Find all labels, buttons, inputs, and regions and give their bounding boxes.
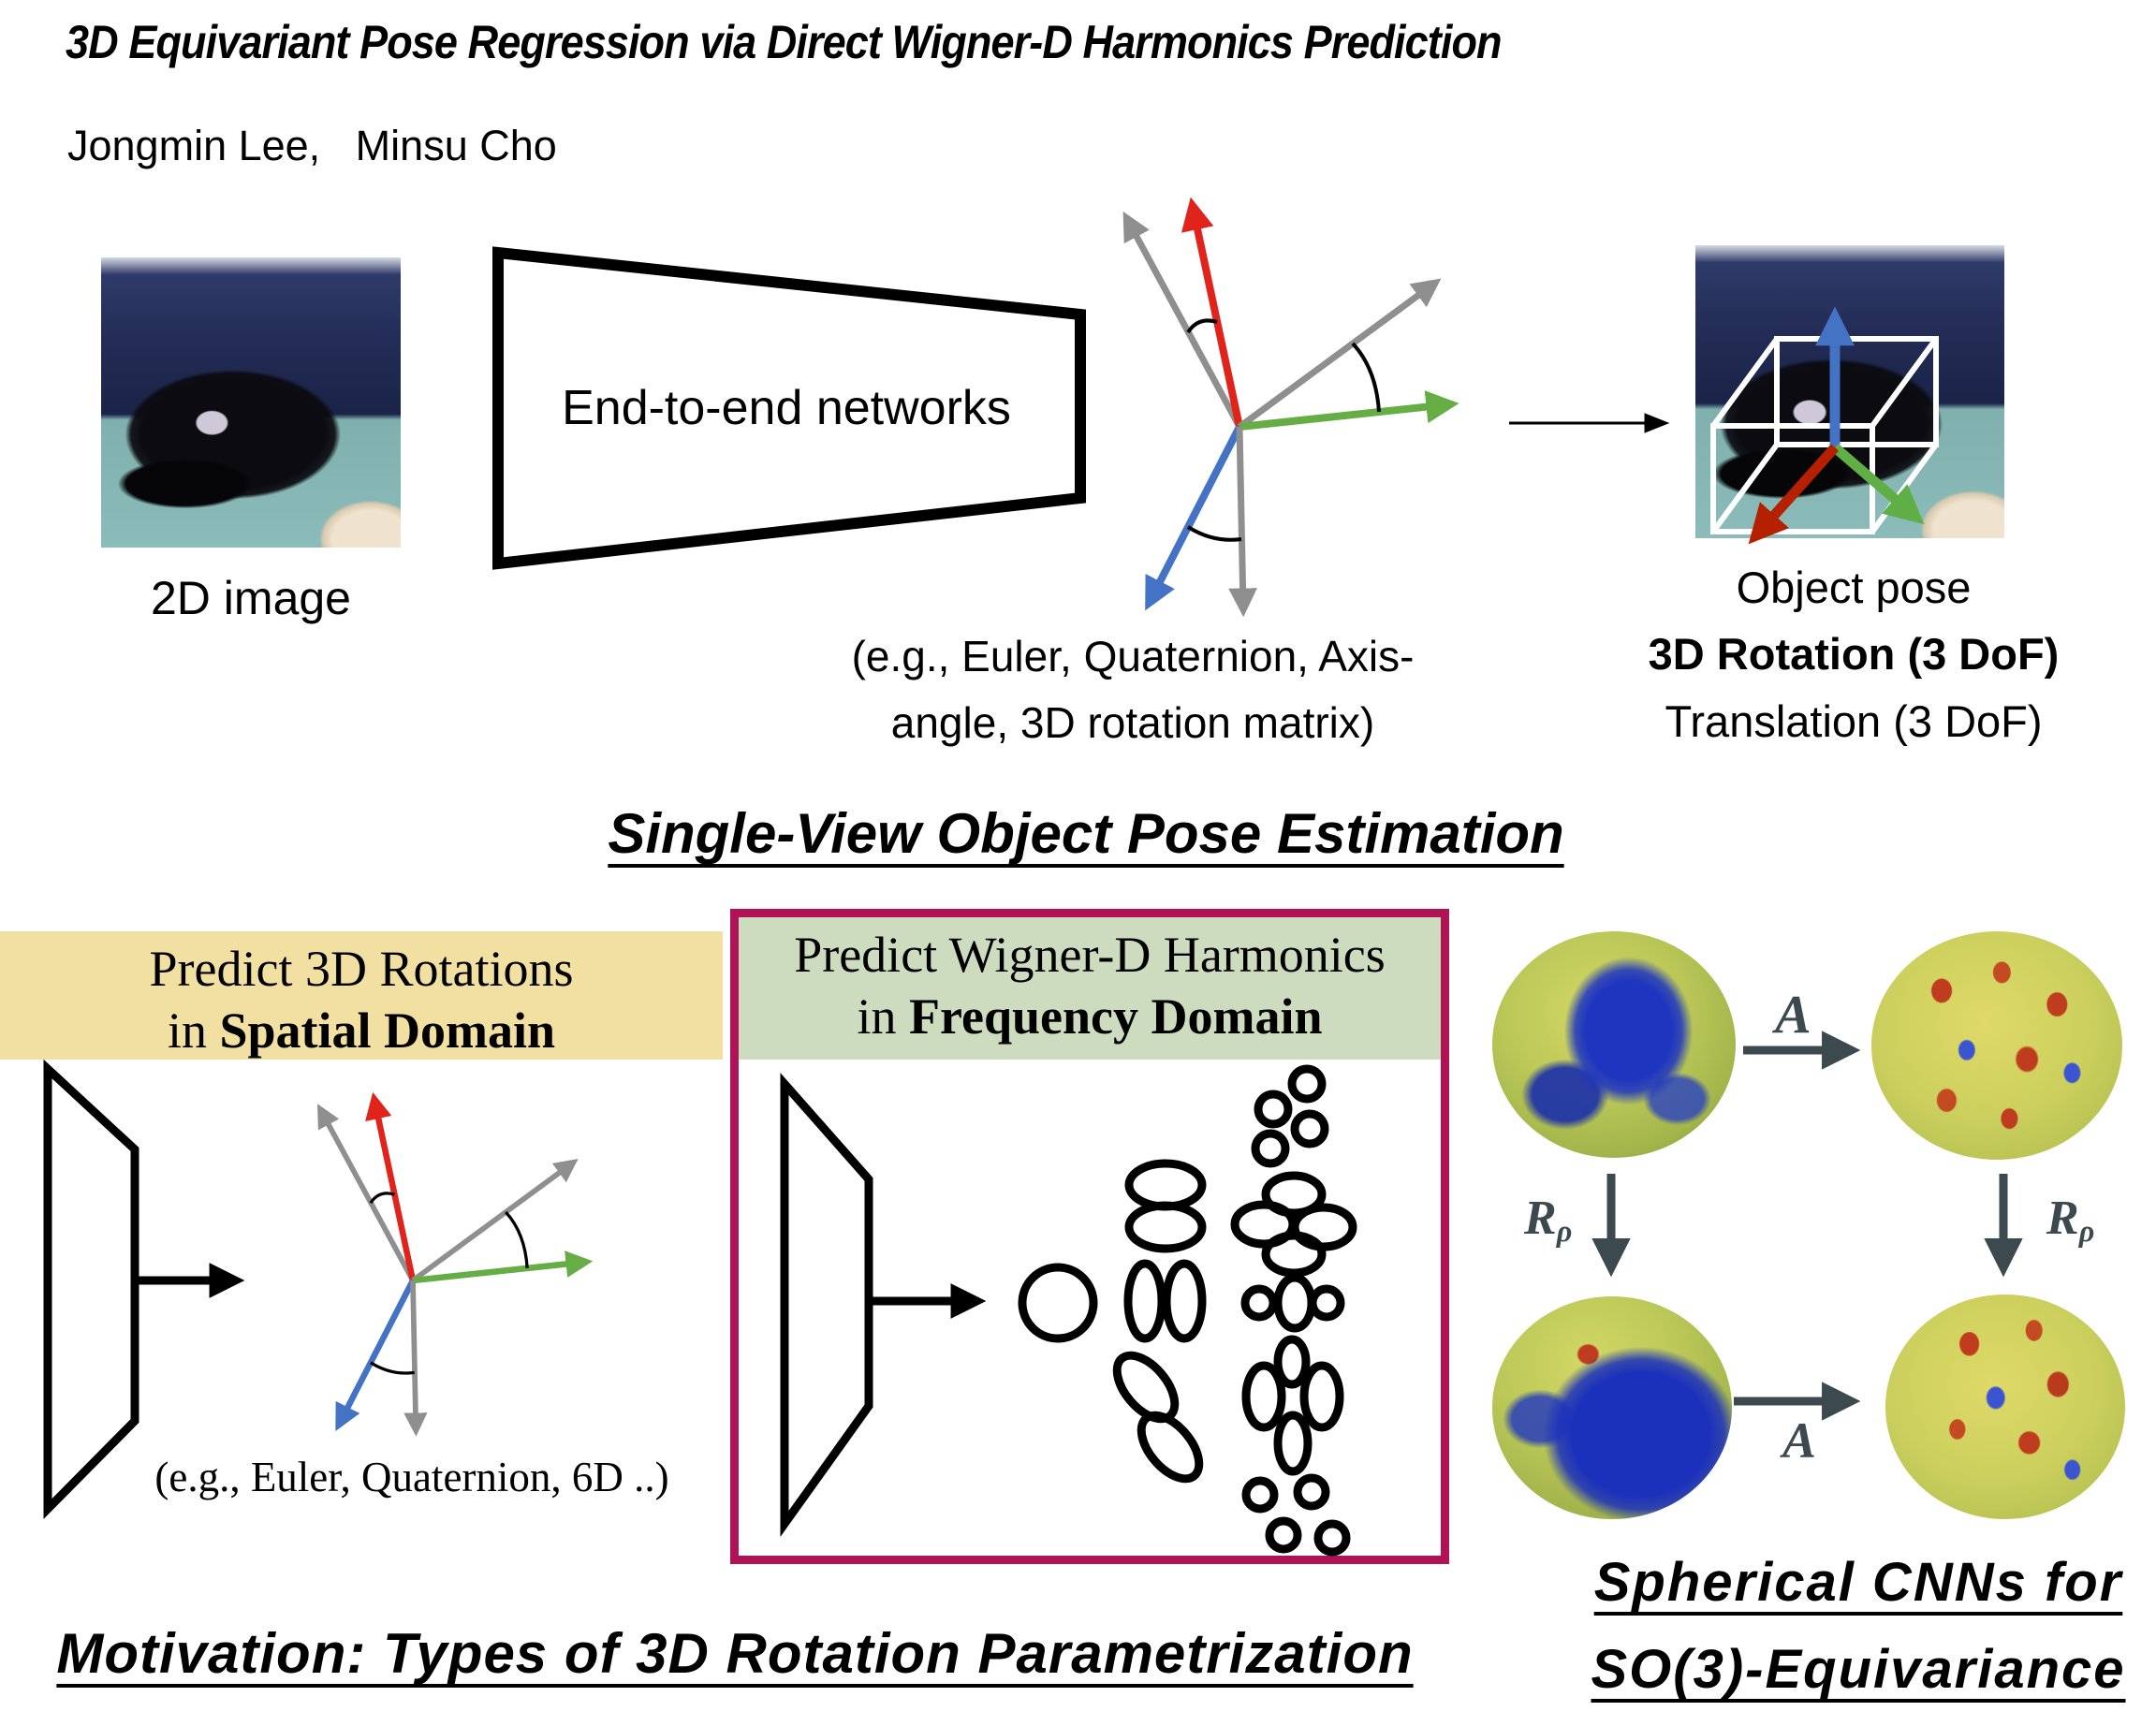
rotation-R-label-right: Rρ: [2046, 1192, 2095, 1249]
rotation-axes-diagram: [1127, 207, 1449, 608]
spatial-parametrization-caption: (e.g., Euler, Quaternion, 6D ..): [154, 1454, 669, 1500]
page-title: 3D Equivariant Pose Regression via Direc…: [66, 16, 1503, 68]
sphere-filtered-rotated: [1885, 1294, 2125, 1519]
spatial-domain-title: Predict 3D Rotations in Spatial Domain: [149, 941, 574, 1059]
spatial-rotation-axes-diagram: [321, 1100, 585, 1429]
output-photo-cap-with-pose: [1695, 245, 2004, 538]
input-photo-cap: [101, 257, 401, 548]
object-pose-caption: Object pose 3D Rotation (3 DoF) Translat…: [1648, 563, 2060, 746]
operator-A-label-top: A: [1775, 984, 1811, 1045]
frequency-domain-title: Predict Wigner-D Harmonics in Frequency …: [794, 927, 1386, 1045]
sphere-earth-signal: [1492, 931, 1736, 1158]
section-heading-spherical-cnns: Spherical CNNs for SO(3)-Equivariance: [1591, 1552, 2126, 1700]
input-image-label: 2D image: [151, 572, 351, 624]
spatial-domain-header-band: Predict 3D Rotations in Spatial Domain: [0, 931, 723, 1060]
sphere-earth-rotated: [1492, 1296, 1732, 1519]
operator-A-label-bottom: A: [1782, 1412, 1817, 1469]
spatial-network-trapezoid: [43, 1059, 139, 1519]
frequency-domain-box: Predict Wigner-D Harmonics in Frequency …: [730, 909, 1449, 1564]
frequency-domain-header-band: Predict Wigner-D Harmonics in Frequency …: [739, 917, 1441, 1060]
section-heading-motivation: Motivation: Types of 3D Rotation Paramet…: [56, 1622, 1414, 1685]
section-heading-pose-estimation: Single-View Object Pose Estimation: [608, 802, 1564, 865]
rotation-R-label-left: Rρ: [1524, 1192, 1573, 1249]
authors: Jongmin Lee, Minsu Cho: [67, 122, 557, 169]
sphere-filtered-signal: [1871, 931, 2122, 1160]
network-label: End-to-end networks: [562, 381, 1011, 435]
parametrization-caption: (e.g., Euler, Quaternion, Axis- angle, 3…: [851, 632, 1415, 748]
